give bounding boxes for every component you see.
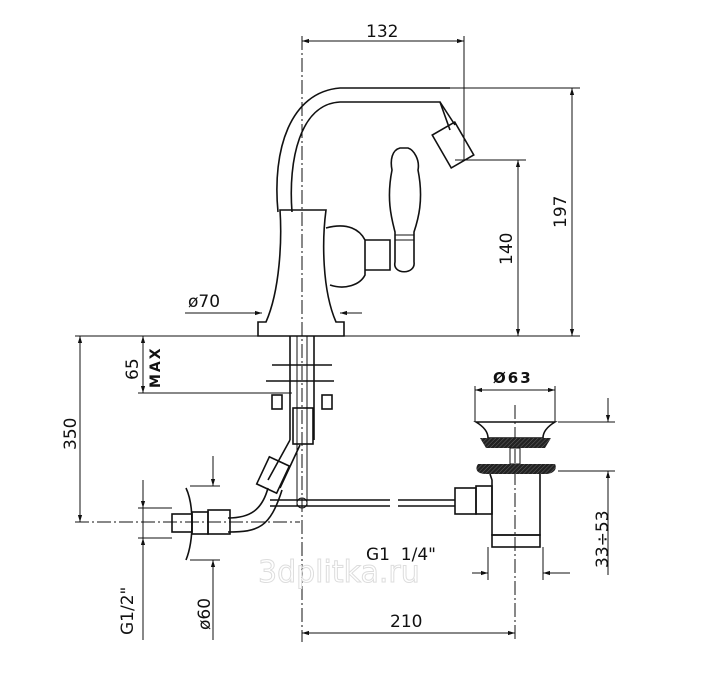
dim-deck-thickness: 65 [123,358,143,380]
dim-rosette-diameter: ø60 [195,598,215,630]
dim-waste-adjust: 33÷53 [593,510,613,568]
dim-deck-max: MAX [148,346,164,388]
dimension-lines [77,36,615,640]
faucet-body [257,87,475,337]
dim-waste-diameter: Ø63 [493,369,533,387]
dim-waste-thread: G1 1/4" [366,545,436,565]
dim-total-height: 197 [551,196,571,228]
dim-base-diameter: ø70 [188,292,220,312]
dim-spout-height: 140 [497,233,517,265]
mounting-kit [171,335,455,561]
dim-supply-depth: 350 [61,418,81,450]
dim-supply-thread: G1/2" [118,587,138,635]
pop-up-waste [454,421,558,548]
dim-waste-offset: 210 [390,612,422,632]
watermark: 3dplitka.ru [258,555,420,590]
dim-spout-reach: 132 [366,22,398,42]
